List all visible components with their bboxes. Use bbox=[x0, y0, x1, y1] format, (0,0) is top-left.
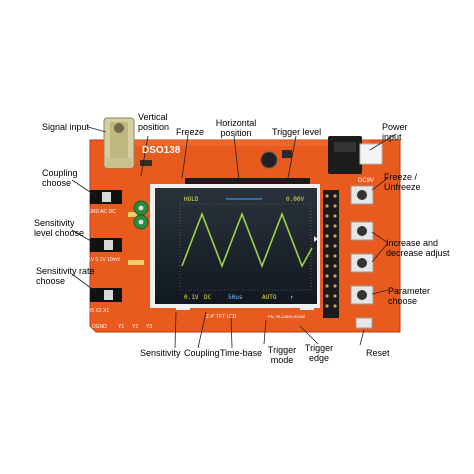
label-trigger-level: Trigger level bbox=[272, 127, 322, 137]
lcd-sensitivity: 0.1V bbox=[184, 294, 199, 301]
bnc-connector bbox=[103, 117, 135, 169]
silk-y3: Y3 bbox=[146, 324, 153, 330]
silk-dgnd: DGND bbox=[92, 324, 107, 330]
label-signal-input: Signal input bbox=[42, 122, 90, 132]
label-increase-decrease: Increase and decrease adjust bbox=[386, 238, 450, 258]
label-sensitivity-level: Sensitivity level choose bbox=[34, 218, 85, 238]
label-reset: Reset bbox=[366, 348, 390, 358]
lcd-silk-label: 2.4" TFT LCD bbox=[206, 314, 237, 320]
board-model: DSO138 bbox=[142, 145, 181, 156]
label-power-input: Power input bbox=[382, 122, 408, 142]
power-jack bbox=[328, 136, 383, 174]
label-sensitivity: Sensitivity bbox=[140, 348, 181, 358]
label-horizontal-position: Horizontal position bbox=[215, 118, 257, 138]
lcd-trigger-value: 0.00V bbox=[286, 196, 305, 203]
lcd-hold: HOLD bbox=[184, 196, 199, 203]
lcd-trigger-mode: AUTO bbox=[262, 294, 277, 301]
switch-label-coupling: GND AC DC bbox=[88, 209, 116, 215]
trim-capacitors bbox=[133, 200, 149, 230]
silk-y1: Y1 bbox=[118, 324, 125, 330]
push-buttons bbox=[350, 185, 374, 329]
signal-waveform bbox=[181, 211, 313, 269]
slide-switches bbox=[90, 190, 122, 302]
label-vertical-position: Vertical position bbox=[138, 112, 170, 132]
pointer-lines bbox=[71, 126, 397, 349]
label-time-base: Time-base bbox=[220, 348, 263, 358]
top-pin-strip bbox=[185, 178, 310, 186]
dc-label: DC9V bbox=[358, 178, 375, 184]
label-parameter-choose: Parameter choose bbox=[388, 286, 431, 306]
label-freeze-unfreeze: Freeze / Unfreeze bbox=[384, 172, 421, 192]
switch-label-rate: X5 X2 X1 bbox=[88, 308, 110, 314]
label-freeze: Freeze bbox=[176, 127, 205, 137]
label-coupling: Coupling bbox=[184, 348, 220, 358]
silk-y2: Y2 bbox=[132, 324, 139, 330]
lcd-coupling: DC bbox=[204, 294, 212, 301]
label-trigger-edge: Trigger edge bbox=[304, 343, 334, 363]
switch-label-sensitivity: 1V 0.1V 10mV bbox=[88, 257, 121, 263]
part-number: PN: 09-13800-00082 bbox=[268, 314, 306, 319]
lcd-timebase: 50us bbox=[228, 294, 243, 301]
lcd-trigger-edge: ↑ bbox=[290, 294, 294, 301]
label-sensitivity-rate: Sensitivity rate choose bbox=[36, 266, 95, 286]
lcd-screen bbox=[150, 184, 320, 308]
pin-header bbox=[323, 190, 339, 318]
label-trigger-mode: Trigger mode bbox=[267, 345, 297, 365]
label-coupling-choose: Coupling choose bbox=[42, 168, 78, 188]
